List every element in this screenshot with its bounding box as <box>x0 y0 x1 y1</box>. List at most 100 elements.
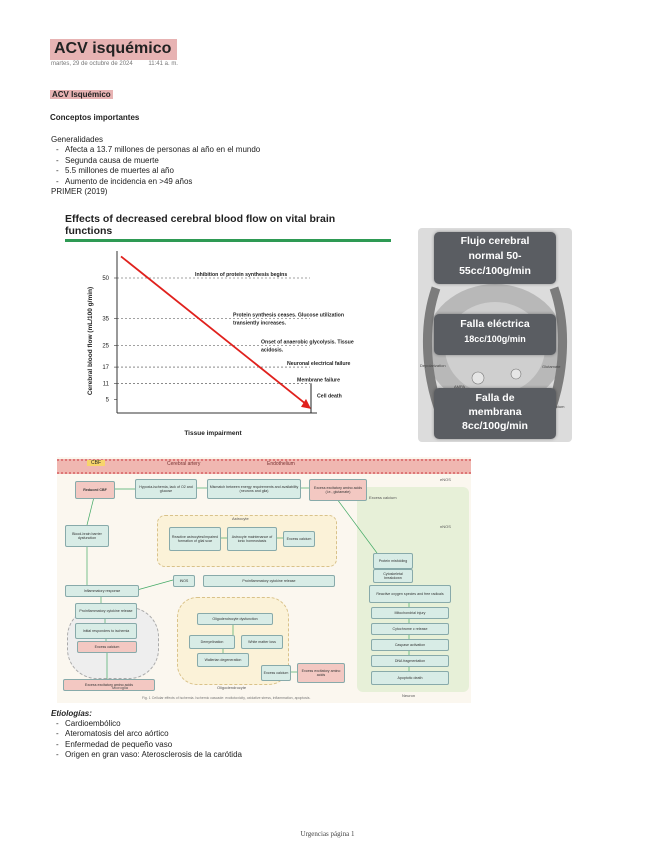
badge-line: Falla eléctrica <box>460 318 530 330</box>
pathway-box: Caspase activation <box>371 639 449 651</box>
list-item: Aumento de incidencia en >49 años <box>51 177 411 188</box>
pathway-box: Mismatch between energy requirements and… <box>207 479 301 499</box>
cbf-x-label: Tissue impairment <box>184 430 242 437</box>
list-item: Afecta a 13.7 millones de personas al añ… <box>51 145 411 156</box>
etiologies-heading: Etiologías: <box>51 709 92 718</box>
threshold-label: transiently increases. <box>233 321 287 327</box>
page-meta: martes, 29 de octubre de 2024 11:41 a. m… <box>51 61 192 67</box>
pathway-box: Oligodendrocyte dysfunction <box>197 613 273 625</box>
concepts-heading: Conceptos importantes <box>50 113 140 122</box>
membrane-failure-badge: Falla de membrana 8cc/100g/min <box>434 388 556 439</box>
astrocyte-label: Astrocyte <box>232 516 249 521</box>
pathway-arrow <box>336 498 378 554</box>
pathway-box: Apoptotic death <box>371 671 449 685</box>
etiologies-list: Cardioembólico Ateromatosis del arco aór… <box>51 719 451 761</box>
threshold-label: Onset of anaerobic glycolysis. Tissue <box>261 340 354 346</box>
generalities-block: Generalidades Afecta a 13.7 millones de … <box>51 135 411 197</box>
cbf-top-label: CBF <box>87 460 105 466</box>
pathway-box: Protein misfolding <box>373 553 413 569</box>
y-tick-label: 11 <box>103 381 110 387</box>
pathway-box: Cytochrome c release <box>371 623 449 635</box>
pathway-box: Excess excitatory amino acids <box>297 663 345 683</box>
badge-line: Flujo cerebral <box>460 235 530 247</box>
pathway-box: Initial responders to ischemia <box>75 623 137 639</box>
cascade-top-bar <box>57 459 471 474</box>
microglia-label: Microglia <box>112 685 129 690</box>
badge-line: normal 50- <box>468 250 522 262</box>
cbf-title-line-1: Effects of decreased cerebral blood flow… <box>65 213 336 225</box>
pathway-box: White matter loss <box>241 635 283 649</box>
electrical-failure-badge: Falla eléctrica 18cc/100g/min <box>434 314 556 355</box>
flow-thresholds-figure: Depolarization Glutamate AMPA Calcium Fl… <box>418 228 572 442</box>
neuron-label: Neuron <box>402 693 416 698</box>
pathway-box: Demyelination <box>189 635 235 649</box>
list-item: Cardioembólico <box>51 719 451 730</box>
threshold-label: Neuronal electrical failure <box>287 361 351 367</box>
pathway-box: Mitochondrial injury <box>371 607 449 619</box>
generalities-list: Afecta a 13.7 millones de personas al añ… <box>51 145 411 187</box>
y-tick-label: 35 <box>102 317 109 323</box>
calcium-label: Calcium <box>550 404 565 409</box>
list-item: Origen en gran vaso: Aterosclerosis de l… <box>51 750 451 761</box>
endothelium-label: Endothelium <box>267 461 295 467</box>
primer-reference: PRIMER (2019) <box>51 187 108 197</box>
pathway-box: Excess calcium <box>261 665 291 681</box>
pathway-arrow <box>136 579 174 591</box>
pathway-box: Blood-brain barrier dysfunction <box>65 525 109 547</box>
cbf-y-label: Cerebral blood flow (mL/100 g/min) <box>87 287 94 395</box>
y-tick-label: 5 <box>106 398 110 404</box>
threshold-label: Protein synthesis ceases. Glucose utiliz… <box>233 313 344 319</box>
cbf-line-arrowhead <box>301 398 311 409</box>
generalities-label: Generalidades <box>51 135 104 144</box>
page-date: martes, 29 de octubre de 2024 <box>51 61 133 67</box>
page-title: ACV isquémico <box>50 39 178 60</box>
list-item: 5.5 millones de muertes al año <box>51 166 411 177</box>
cerebral-artery-label: Cerebral artery <box>167 461 201 467</box>
pathway-box: Reactive oxygen species and free radical… <box>369 585 451 603</box>
pathway-box: Reactive astrocytes/impaired formation o… <box>169 527 221 551</box>
page-time: 11:41 a. m. <box>148 61 178 67</box>
cbf-threshold-labels: Inhibition of protein synthesis beginsPr… <box>195 272 354 400</box>
cbf-decline-line <box>120 255 308 406</box>
threshold-label: Membrane failure <box>297 377 340 383</box>
badge-line: 8cc/100g/min <box>462 420 528 432</box>
pathway-box: DNA fragmentation <box>371 655 449 667</box>
nnos-label: nNOS <box>440 524 451 529</box>
excess-calcium-label: Excess calcium <box>369 495 397 500</box>
pathway-box: Proinflammatory cytokine release <box>75 603 137 619</box>
pathway-box: Cytoskeletal breakdown <box>373 569 413 583</box>
enos-label: eNOS <box>440 477 451 482</box>
list-item: Segunda causa de muerte <box>51 156 411 167</box>
cbf-chart: Cerebral blood flow (mL/100 g/min) Tissu… <box>87 251 354 437</box>
threshold-label: Inhibition of protein synthesis begins <box>195 272 287 278</box>
badge-line: Falla de <box>475 392 515 404</box>
list-item: Enfermedad de pequeño vaso <box>51 740 451 751</box>
oligodendrocyte-label: Oligodendrocyte <box>217 685 247 690</box>
y-tick-label: 25 <box>102 344 109 350</box>
depolarization-label: Depolarization <box>420 363 446 368</box>
pathway-box: Hypoxia-ischemia, lack of O2 and glucose <box>135 479 197 499</box>
pathway-arrow <box>86 496 95 526</box>
threshold-label: Cell death <box>317 394 342 400</box>
cbf-figure: Effects of decreased cerebral blood flow… <box>65 213 392 440</box>
pathway-box: Excess calcium <box>283 531 315 547</box>
cbf-figure-title: Effects of decreased cerebral blood flow… <box>65 213 392 237</box>
pathway-box: Astrocyte maintenance of ionic homeostas… <box>227 527 277 551</box>
page-footer: Urgencias página 1 <box>300 830 355 838</box>
section-heading: ACV Isquémico <box>50 90 113 99</box>
threshold-label: acidosis. <box>261 348 284 354</box>
cbf-series <box>120 255 312 413</box>
badge-line: membrana <box>468 406 522 418</box>
pathway-box: Wallerian degeneration <box>197 653 249 667</box>
pathway-box: Excess excitatory amino acids (i.e., glu… <box>309 479 367 501</box>
etiologies-block: Cardioembólico Ateromatosis del arco aór… <box>51 719 451 761</box>
ischemic-cascade-figure: CBF Cerebral artery Endothelium Reduced … <box>57 457 471 703</box>
pathway-box: iNOS <box>173 575 195 587</box>
cbf-title-rule <box>65 239 391 242</box>
cascade-arrows <box>86 487 410 679</box>
pathway-box: Inflammatory response <box>65 585 139 597</box>
pathway-box: Excess calcium <box>77 641 137 653</box>
pathway-box: Excess excitatory amino acids <box>63 679 155 691</box>
pathway-box: Proinflammatory cytokine release <box>203 575 335 587</box>
